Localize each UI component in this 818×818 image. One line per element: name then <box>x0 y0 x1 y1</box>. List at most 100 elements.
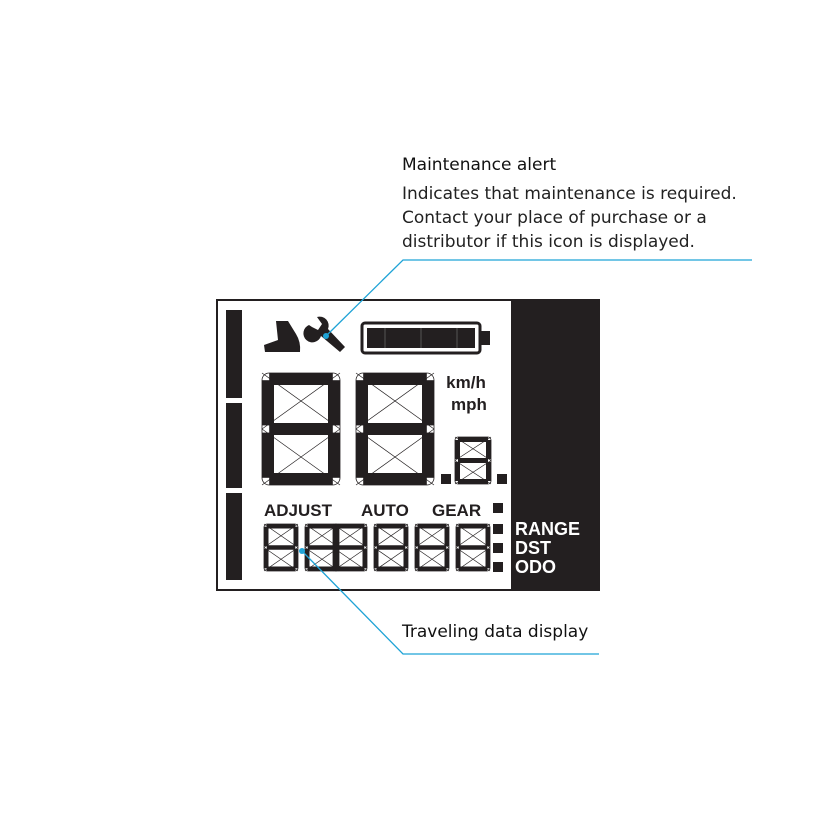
seven-segment-digit <box>373 523 409 572</box>
seven-segment-digit <box>455 523 491 572</box>
segment <box>335 566 365 571</box>
label-adjust: ADJUST <box>264 501 333 520</box>
segment <box>356 380 368 426</box>
seven-segment-digit <box>454 436 492 485</box>
speed-digits <box>261 372 435 486</box>
segment <box>293 548 298 569</box>
unit-mph: mph <box>451 395 487 414</box>
segment <box>307 545 337 550</box>
segment <box>458 479 488 484</box>
maintenance-alert-line: Indicates that maintenance is required. <box>402 184 737 204</box>
segment <box>486 462 491 481</box>
segment <box>376 566 406 571</box>
maintenance-leader-dot <box>323 333 329 339</box>
segment <box>444 548 449 569</box>
segment <box>485 526 490 547</box>
traveling-leader-dot <box>299 548 305 554</box>
indicator-square <box>493 503 503 513</box>
maintenance-alert-line: Contact your place of purchase or a <box>402 208 707 228</box>
label-auto: AUTO <box>361 501 409 520</box>
segment <box>333 526 338 547</box>
segment <box>266 545 296 550</box>
segment <box>269 473 333 485</box>
segment <box>363 473 427 485</box>
label-range: RANGE <box>515 519 580 539</box>
segment <box>455 440 460 459</box>
segment <box>403 526 408 547</box>
segment <box>335 545 365 550</box>
assist-level-bars <box>226 310 242 580</box>
segment <box>262 380 274 426</box>
segment <box>458 458 488 463</box>
unit-kmh: km/h <box>446 373 486 392</box>
speed-decimal-digit <box>454 436 492 485</box>
label-odo: ODO <box>515 557 556 577</box>
assist-bar <box>226 493 242 580</box>
maintenance-alert-title: Maintenance alert <box>402 155 557 175</box>
segment <box>363 373 427 385</box>
assist-bar <box>226 310 242 398</box>
label-dst: DST <box>515 538 551 558</box>
mode-indicators <box>493 503 503 572</box>
segment <box>376 524 406 529</box>
indicator-square <box>493 562 503 572</box>
segment <box>264 548 269 569</box>
seven-segment-digit <box>332 523 368 572</box>
segment <box>456 548 461 569</box>
segment <box>269 373 333 385</box>
segment <box>458 437 488 442</box>
seven-segment-digit <box>355 372 435 486</box>
segment <box>328 380 340 426</box>
segment <box>362 526 367 547</box>
segment <box>335 524 365 529</box>
segment <box>269 423 333 435</box>
traveling-data-digits <box>263 523 491 572</box>
segment <box>486 440 491 459</box>
segment <box>293 526 298 547</box>
maintenance-alert-description: Indicates that maintenance is required. … <box>402 182 737 254</box>
lcd-dark-panel <box>511 300 599 590</box>
decimal-point <box>497 474 507 484</box>
assist-bar <box>226 403 242 488</box>
segment <box>363 423 427 435</box>
segment <box>356 432 368 478</box>
segment <box>376 545 406 550</box>
seven-segment-digit <box>263 523 299 572</box>
segment <box>305 548 310 569</box>
segment <box>458 524 488 529</box>
segment <box>333 548 338 569</box>
segment <box>485 548 490 569</box>
seven-segment-digit <box>261 372 341 486</box>
segment <box>417 566 447 571</box>
segment <box>415 526 420 547</box>
seven-segment-digit <box>414 523 450 572</box>
indicator-square <box>493 543 503 553</box>
traveling-leader-line <box>301 550 599 655</box>
segment <box>266 566 296 571</box>
segment <box>455 462 460 481</box>
decimal-point <box>441 474 451 484</box>
indicator-square <box>493 524 503 534</box>
walk-assist-icon <box>264 321 301 352</box>
segment <box>362 548 367 569</box>
segment <box>417 545 447 550</box>
segment <box>422 432 434 478</box>
segment <box>458 545 488 550</box>
segment <box>266 524 296 529</box>
traveling-data-title: Traveling data display <box>402 622 589 642</box>
segment <box>444 526 449 547</box>
segment <box>415 548 420 569</box>
segment <box>374 548 379 569</box>
battery-icon <box>360 321 490 355</box>
maintenance-leader-line <box>325 259 752 337</box>
segment <box>264 526 269 547</box>
maintenance-alert-line: distributor if this icon is displayed. <box>402 232 695 252</box>
segment <box>422 380 434 426</box>
segment <box>456 526 461 547</box>
segment <box>374 526 379 547</box>
segment <box>328 432 340 478</box>
label-gear: GEAR <box>432 501 481 520</box>
segment <box>403 548 408 569</box>
segment <box>305 526 310 547</box>
